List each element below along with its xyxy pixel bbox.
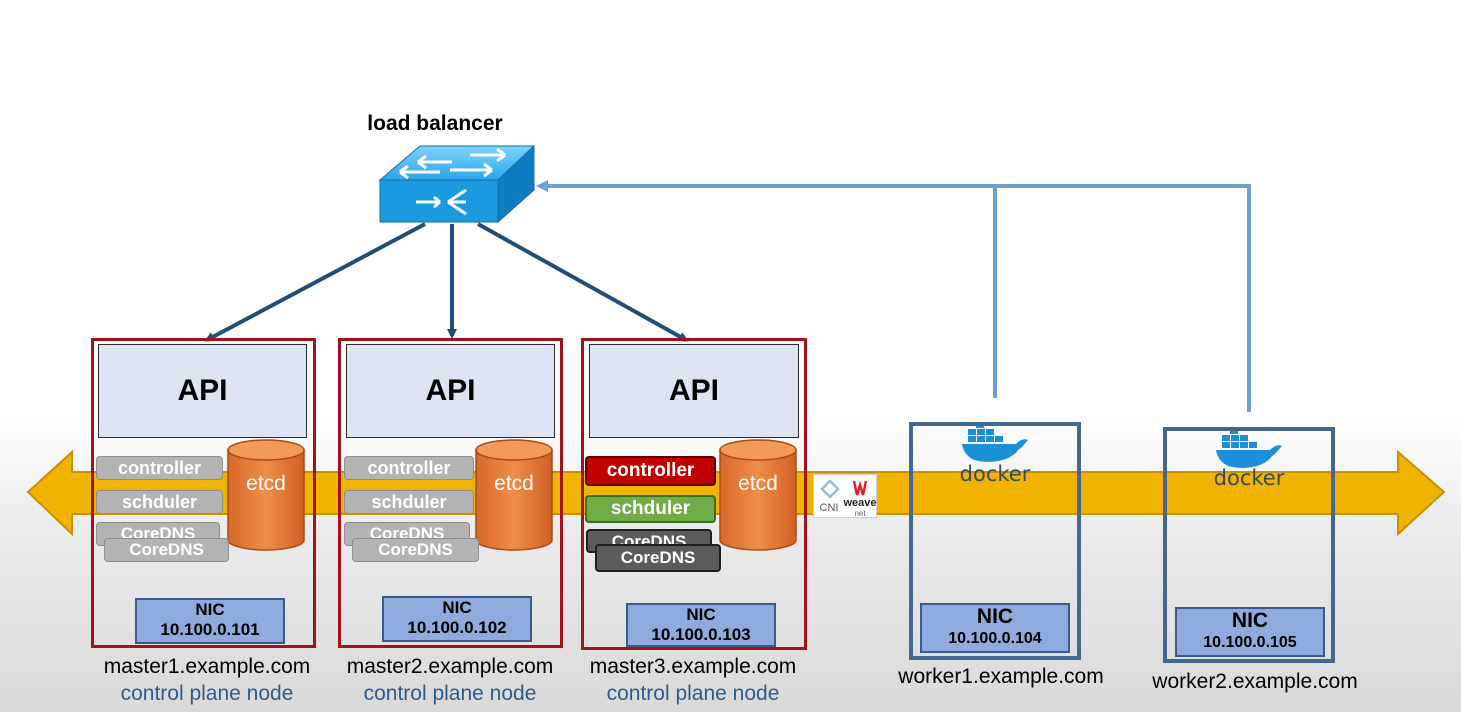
lb-to-master1-arrow <box>204 222 426 342</box>
master2-coredns-front: CoreDNS <box>352 538 479 562</box>
master2-api-server: API <box>346 344 555 438</box>
master3-coredns-front: CoreDNS <box>595 544 721 572</box>
master2-ip: 10.100.0.102 <box>407 618 507 637</box>
worker1-nic-label: NIC <box>976 605 1014 628</box>
master2-node <box>338 338 563 648</box>
weave-label: weave <box>843 497 877 509</box>
master1-coredns-front: CoreDNS <box>104 538 229 562</box>
worker2-hostname: worker2.example.com <box>1152 670 1358 693</box>
master3-node <box>581 338 807 650</box>
worker1-node <box>909 422 1081 660</box>
worker1-hostname: worker1.example.com <box>898 665 1104 688</box>
master1-role: control plane node <box>120 682 294 705</box>
master2-nic-label: NIC <box>442 598 472 617</box>
worker2-docker-label: docker <box>1213 466 1285 490</box>
master3-ip: 10.100.0.103 <box>651 625 751 644</box>
master1-scheduler: schduler <box>96 490 223 514</box>
master3-etcd-label: etcd <box>738 472 778 495</box>
master2-nic: NIC 10.100.0.102 <box>382 596 532 642</box>
worker1-nic: NIC 10.100.0.104 <box>920 603 1070 653</box>
worker1-ip: 10.100.0.104 <box>948 630 1042 647</box>
docker-whale-icon-1 <box>962 422 1028 462</box>
master3-scheduler: schduler <box>585 495 716 523</box>
cni-label: CNI <box>819 502 839 514</box>
etcd-cylinder-3 <box>719 439 797 551</box>
master3-nic: NIC 10.100.0.103 <box>626 603 776 647</box>
master2-controller: controller <box>344 456 474 480</box>
docker-whale-icon-2 <box>1216 428 1282 468</box>
master1-hostname: master1.example.com <box>103 655 311 678</box>
master3-api-server: API <box>589 344 799 438</box>
master3-hostname: master3.example.com <box>589 655 797 678</box>
master1-node <box>91 338 316 648</box>
master3-role: control plane node <box>606 682 780 705</box>
lb-to-master3-arrow <box>477 222 689 342</box>
master1-controller: controller <box>96 456 223 480</box>
master1-api-server: API <box>98 344 307 438</box>
worker1-docker-label: docker <box>959 462 1031 486</box>
master2-role: control plane node <box>363 682 537 705</box>
cni-icon <box>820 479 840 499</box>
load-balancer-label: load balancer <box>367 112 503 135</box>
worker2-to-lb-line <box>536 180 1251 412</box>
weave-icon <box>852 480 868 496</box>
master3-controller: controller <box>585 456 716 486</box>
worker2-nic-label: NIC <box>1231 609 1269 632</box>
etcd-cylinder-1 <box>227 439 305 551</box>
cni-weave-badge: CNI weave net <box>813 474 877 518</box>
etcd-cylinder-2 <box>475 439 553 551</box>
worker2-nic: NIC 10.100.0.105 <box>1175 607 1325 657</box>
worker2-ip: 10.100.0.105 <box>1203 634 1297 651</box>
master1-etcd-label: etcd <box>246 472 286 495</box>
master3-nic-label: NIC <box>686 605 716 624</box>
worker2-node <box>1163 427 1335 663</box>
weave-net-label: net <box>854 509 866 518</box>
master2-etcd-label: etcd <box>494 472 534 495</box>
master1-ip: 10.100.0.101 <box>160 620 260 639</box>
master2-scheduler: schduler <box>344 490 474 514</box>
master1-nic: NIC 10.100.0.101 <box>135 598 285 644</box>
master2-hostname: master2.example.com <box>346 655 554 678</box>
master1-nic-label: NIC <box>195 600 225 619</box>
switch-icon <box>378 144 536 224</box>
